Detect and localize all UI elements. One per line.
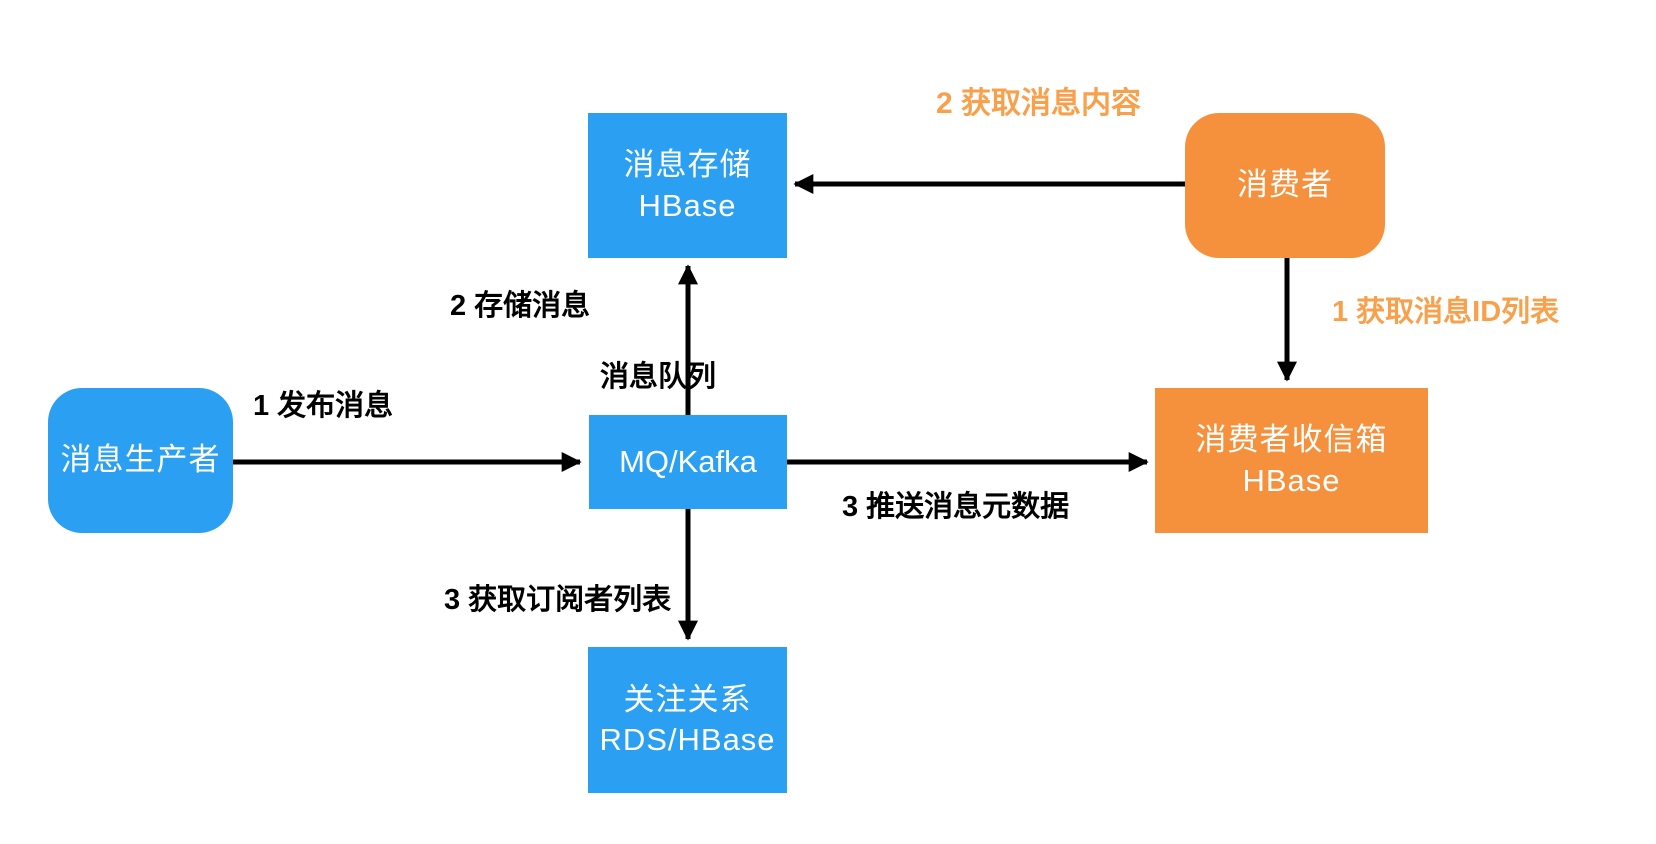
label-get-subscribers: 3 获取订阅者列表 — [444, 584, 672, 616]
node-message-storage: 消息存储 HBase — [588, 113, 787, 258]
node-consumer: 消费者 — [1185, 113, 1385, 258]
node-consumer-inbox: 消费者收信箱 HBase — [1155, 388, 1428, 533]
node-follow-relation-label-line1: 关注关系 — [623, 681, 752, 717]
node-consumer-inbox-label-line2: HBase — [1242, 462, 1341, 498]
node-consumer-label: 消费者 — [1237, 167, 1333, 203]
node-message-producer-label: 消息生产者 — [60, 442, 221, 478]
node-mq-kafka-label: MQ/Kafka — [619, 443, 757, 479]
node-message-storage-label-line1: 消息存储 — [623, 147, 752, 183]
label-message-queue: 消息队列 — [600, 361, 717, 393]
node-follow-relation: 关注关系 RDS/HBase — [588, 647, 787, 793]
node-consumer-inbox-label-line1: 消费者收信箱 — [1195, 422, 1388, 458]
label-store-message: 2 存储消息 — [450, 290, 591, 322]
label-get-message-content: 2 获取消息内容 — [936, 87, 1142, 120]
label-publish-message: 1 发布消息 — [253, 390, 394, 422]
node-message-producer: 消息生产者 — [48, 388, 233, 533]
label-get-message-id-list: 1 获取消息ID列表 — [1332, 296, 1560, 328]
node-follow-relation-label-line2: RDS/HBase — [599, 722, 776, 757]
label-push-metadata: 3 推送消息元数据 — [842, 491, 1070, 523]
node-mq-kafka: MQ/Kafka — [589, 415, 787, 509]
node-message-storage-label-line2: HBase — [638, 187, 737, 223]
